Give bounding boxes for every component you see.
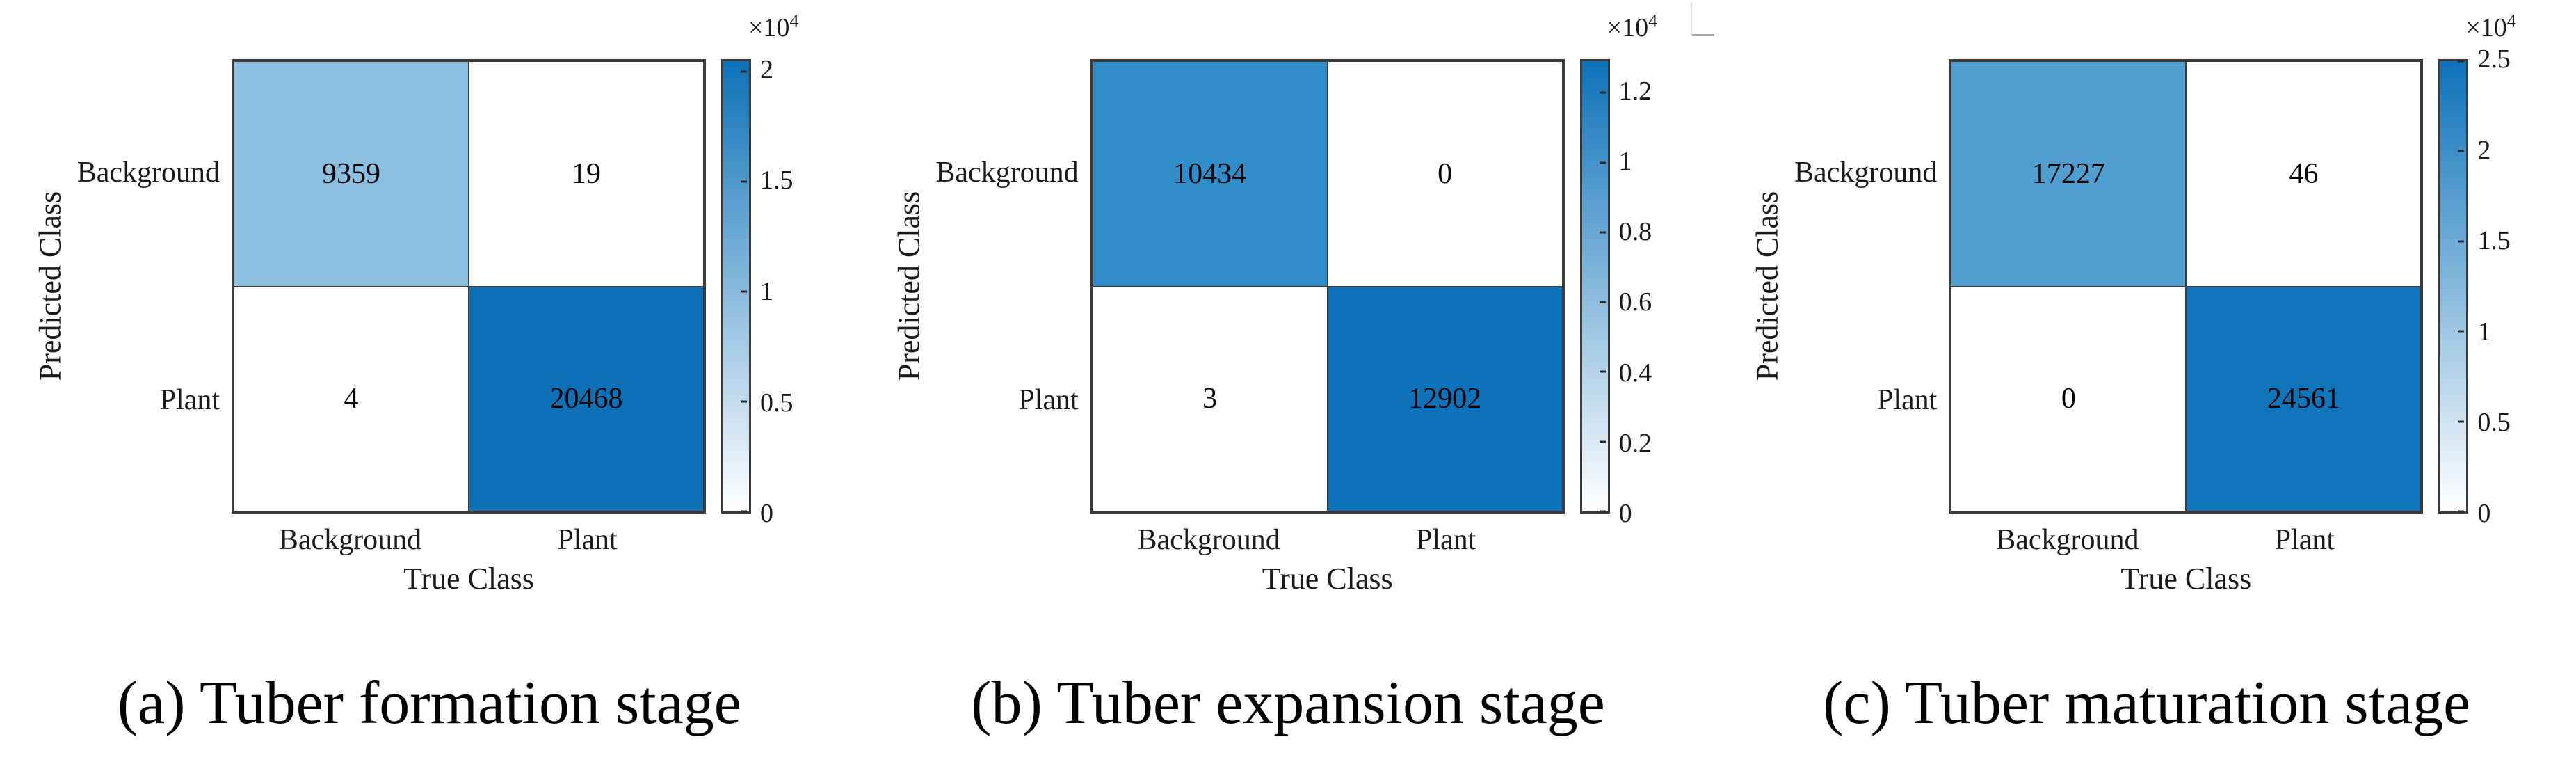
colorbar-tick-label: 1 (1618, 146, 1632, 176)
colorbar-tick-label: 0.5 (760, 388, 794, 418)
colorbar-tick (1599, 440, 1606, 443)
colorbar-tick-label: 2 (2477, 135, 2491, 165)
colorbar-tick-label: 0.4 (1618, 358, 1652, 388)
colorbar-exponent-label: ×104 (748, 10, 799, 43)
matrix-cell: 0 (1951, 286, 2187, 511)
colorbar-tick (1599, 231, 1606, 234)
panel-tuber-formation: Predicted Class Background Plant 9359 19… (0, 0, 859, 771)
colorbar-tick (2458, 60, 2465, 63)
colorbar-tick-label: 0.8 (1618, 217, 1652, 247)
colorbar-tick-label: 1 (2477, 317, 2491, 347)
colorbar-tick (1599, 91, 1606, 94)
colorbar-tick-label: 0.5 (2477, 408, 2511, 438)
exponent-power: 4 (789, 10, 799, 31)
y-axis-title: Predicted Class (892, 191, 926, 381)
colorbar-tick-label: 0.6 (1618, 287, 1652, 317)
colorbar-tick (2458, 330, 2465, 333)
crop-artifact-dash (1692, 34, 1715, 36)
matrix-cell: 20468 (469, 286, 704, 511)
colorbar-tick (1599, 370, 1606, 373)
colorbar-exponent-label: ×104 (1607, 10, 1658, 43)
colorbar-tick-label: 2.5 (2477, 45, 2511, 74)
row-label-background: Background (77, 157, 220, 189)
colorbar-tick-label: 0 (2477, 499, 2491, 528)
x-axis-title: True Class (1262, 562, 1393, 596)
x-axis-title: True Class (403, 562, 534, 596)
colorbar-tick (741, 290, 747, 293)
y-axis-title: Predicted Class (1750, 191, 1785, 381)
colorbar: 1.2 1 0.8 0.6 0.4 0.2 0 (1579, 59, 1652, 528)
matrix-cell: 12902 (1327, 286, 1563, 511)
colorbar-tick-label: 0 (1618, 499, 1632, 528)
colorbar: 2 1.5 1 0.5 0 (721, 55, 794, 528)
exponent-power: 4 (1648, 10, 1658, 31)
subfigure-caption: (a) Tuber formation stage (117, 669, 741, 737)
colorbar-tick (2458, 510, 2465, 513)
colorbar-tick (2458, 240, 2465, 243)
colorbar-tick (1599, 301, 1606, 303)
colorbar-tick-label: 0.2 (1618, 428, 1652, 458)
exponent-power: 4 (2506, 10, 2516, 31)
matrix-cell: 17227 (1951, 61, 2187, 287)
col-label-background: Background (1996, 524, 2139, 556)
colorbar-tick-label: 1.5 (760, 166, 794, 196)
colorbar-tick-label: 1.2 (1618, 76, 1652, 106)
panel-tuber-maturation: Predicted Class Background Plant 17227 4… (1717, 0, 2576, 771)
col-label-plant: Plant (557, 524, 618, 556)
crop-artifact-line (1691, 3, 1693, 35)
colorbar-tick-label: 1 (760, 276, 773, 306)
colorbar-tick (741, 510, 747, 513)
matrix-cell: 46 (2186, 61, 2422, 287)
matrix-cell: 0 (1327, 61, 1563, 287)
colorbar-tick (741, 180, 747, 183)
confusion-matrix: 17227 46 0 24561 (1949, 59, 2424, 514)
col-label-background: Background (278, 524, 422, 556)
colorbar-tick (1599, 510, 1606, 513)
confusion-matrix: 9359 19 4 20468 (232, 59, 706, 514)
colorbar-gradient (721, 59, 751, 514)
matrix-cell: 3 (1092, 286, 1328, 511)
colorbar-tick (741, 400, 747, 403)
matrix-cell: 19 (469, 61, 704, 287)
row-label-background: Background (935, 157, 1079, 189)
colorbar-tick (2458, 150, 2465, 152)
exponent-base: ×10 (748, 13, 790, 42)
matrix-cell: 9359 (234, 61, 469, 287)
matrix-cell: 4 (234, 286, 469, 511)
row-label-plant: Plant (1018, 384, 1079, 416)
col-label-plant: Plant (1416, 524, 1476, 556)
colorbar-tick (1599, 161, 1606, 164)
panel-tuber-expansion: Predicted Class Background Plant 10434 0… (859, 0, 1718, 771)
matrix-cell: 10434 (1092, 61, 1328, 287)
y-axis-title: Predicted Class (33, 191, 67, 381)
exponent-base: ×10 (1607, 13, 1649, 42)
colorbar: 2.5 2 1.5 1 0.5 0 (2438, 45, 2511, 528)
x-axis-title: True Class (2120, 562, 2252, 596)
row-label-plant: Plant (159, 384, 220, 416)
subfigure-caption: (b) Tuber expansion stage (971, 669, 1605, 737)
col-label-background: Background (1137, 524, 1280, 556)
colorbar-gradient (2438, 59, 2469, 514)
colorbar-tick-label: 0 (760, 499, 773, 528)
colorbar-gradient (1579, 59, 1610, 514)
confusion-matrix: 10434 0 3 12902 (1090, 59, 1565, 514)
colorbar-tick (2458, 420, 2465, 423)
col-label-plant: Plant (2274, 524, 2335, 556)
row-label-background: Background (1794, 157, 1938, 189)
exponent-base: ×10 (2465, 13, 2507, 42)
colorbar-tick-label: 2 (760, 55, 773, 85)
colorbar-exponent-label: ×104 (2465, 10, 2516, 43)
colorbar-tick-label: 1.5 (2477, 226, 2511, 256)
colorbar-tick (741, 70, 747, 73)
row-label-plant: Plant (1877, 384, 1938, 416)
subfigure-caption: (c) Tuber maturation stage (1823, 669, 2471, 737)
matrix-cell: 24561 (2186, 286, 2422, 511)
